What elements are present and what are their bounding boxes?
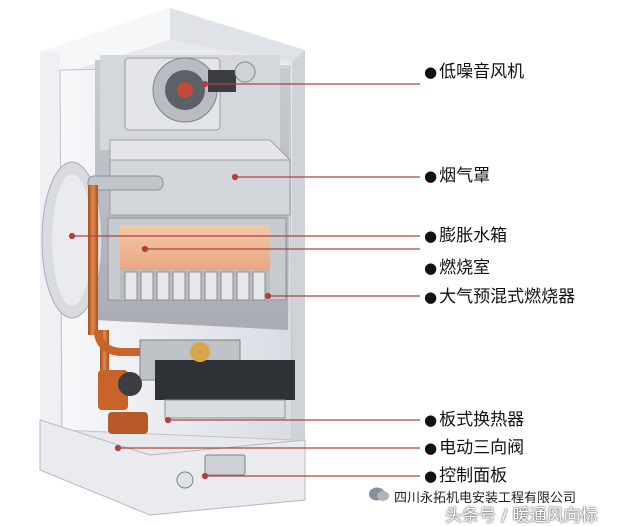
leader-dot-plate-exchanger xyxy=(164,416,172,424)
label-premix-burner: ●大气预混式燃烧器 xyxy=(424,287,576,307)
label-three-way-valve: ●电动三向阀 xyxy=(424,438,525,458)
label-plate-heat-exchanger: ●板式换热器 xyxy=(424,410,525,430)
watermark-company: 四川永拓机电安装工程有限公司 xyxy=(394,491,577,506)
bullet-icon: ● xyxy=(424,167,438,185)
label-flue-hood: ●烟气罩 xyxy=(424,166,491,186)
premix-burner xyxy=(124,271,266,301)
label-combustion-chamber: ●燃烧室 xyxy=(424,258,491,278)
leader-dot-burner xyxy=(264,292,272,300)
leader-dot-three-way-valve xyxy=(114,444,122,452)
leader-dot-combustion-chamber xyxy=(141,245,149,253)
label-expansion-vessel: ●膨胀水箱 xyxy=(424,226,508,246)
label-control-panel: ●控制面板 xyxy=(424,466,508,486)
bullet-icon: ● xyxy=(424,467,438,485)
leader-lines xyxy=(68,80,420,480)
bullet-icon: ● xyxy=(424,288,438,306)
wechat-icon xyxy=(368,486,390,502)
leader-dot-flue-hood xyxy=(231,173,239,181)
flue-hood xyxy=(87,139,291,216)
watermark-source: 头条号 / 暖通风向标 xyxy=(445,506,598,526)
copper-pipes xyxy=(88,185,150,434)
bullet-icon: ● xyxy=(424,411,438,429)
hydraulic-block xyxy=(118,339,295,419)
leader-dot-control-panel xyxy=(201,472,209,480)
bullet-icon: ● xyxy=(424,259,438,277)
bullet-icon: ● xyxy=(424,63,438,81)
low-noise-fan xyxy=(124,57,256,131)
label-low-noise-fan: ●低噪音风机 xyxy=(424,62,525,82)
leader-dot-expansion-vessel xyxy=(68,232,76,240)
expansion-vessel xyxy=(41,161,103,319)
leader-dot-fan xyxy=(201,80,209,88)
bullet-icon: ● xyxy=(424,227,438,245)
control-panel xyxy=(39,419,306,516)
bullet-icon: ● xyxy=(424,439,438,457)
